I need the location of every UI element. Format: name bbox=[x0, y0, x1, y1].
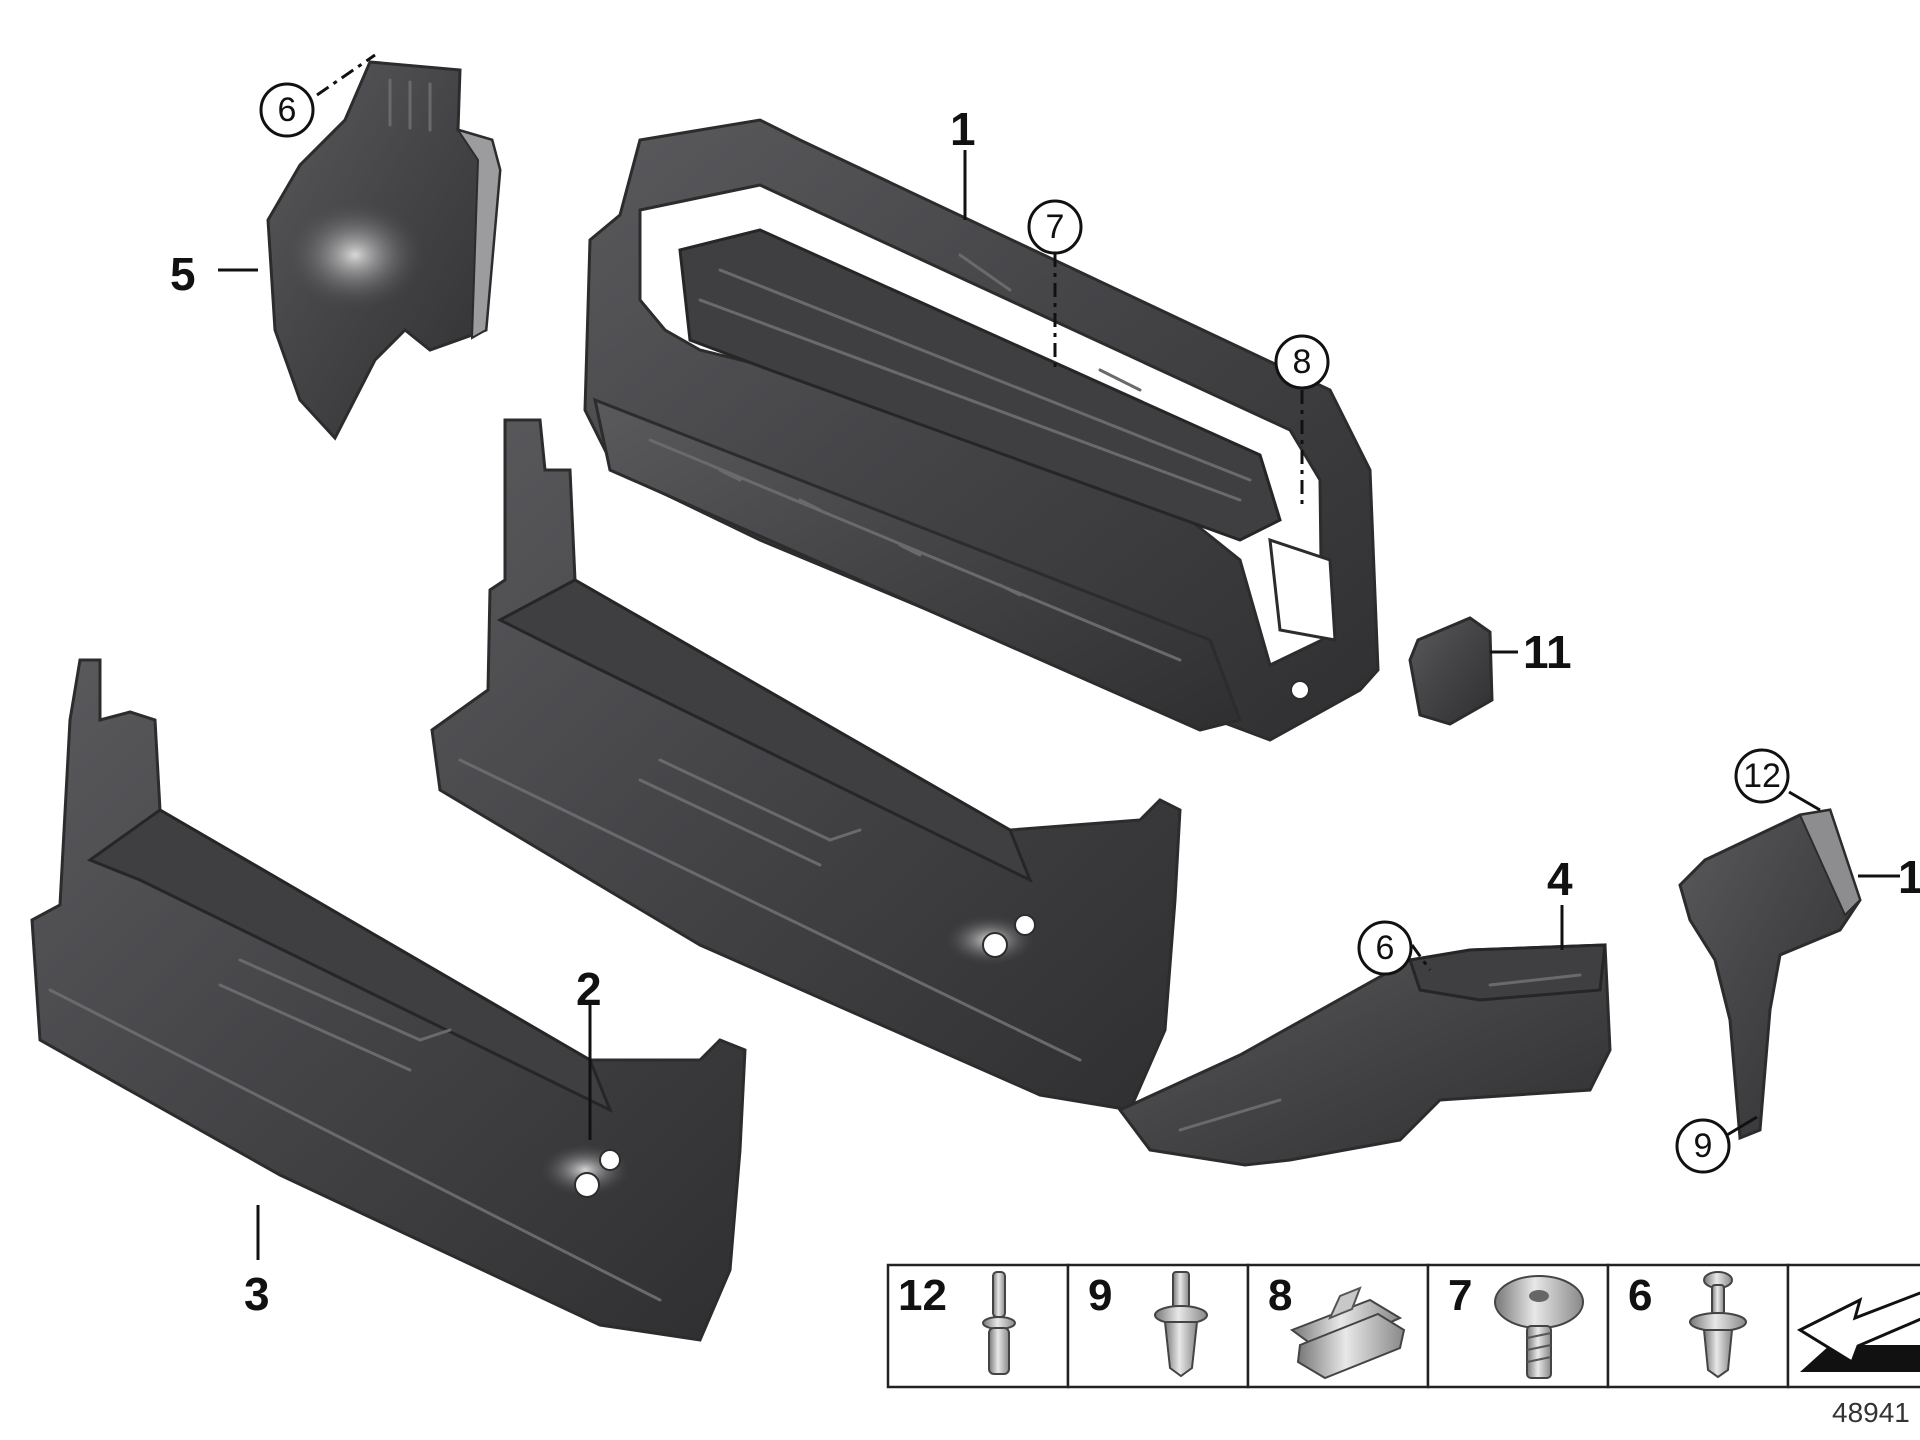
part-3-air-guide bbox=[30, 658, 747, 1342]
part-1-frame bbox=[583, 118, 1380, 742]
spring-nut-icon bbox=[1289, 1286, 1406, 1380]
document-number: 48941 bbox=[1832, 1397, 1910, 1428]
svg-text:6: 6 bbox=[278, 91, 297, 129]
svg-text:12: 12 bbox=[1743, 757, 1781, 795]
screw-icon bbox=[1494, 1275, 1584, 1379]
legend-label-7: 7 bbox=[1448, 1271, 1472, 1320]
callout-4: 4 bbox=[1547, 853, 1573, 905]
legend-label-6: 6 bbox=[1628, 1271, 1652, 1320]
circled-callouts: 6 7 8 6 12 9 bbox=[259, 82, 1790, 1174]
callout-5: 5 bbox=[170, 248, 196, 300]
part-11-cover bbox=[1408, 616, 1494, 726]
legend-label-9: 9 bbox=[1088, 1271, 1112, 1320]
circled-7: 7 bbox=[1027, 199, 1083, 255]
legend-label-12: 12 bbox=[898, 1271, 947, 1320]
expanding-rivet-icon bbox=[1154, 1271, 1208, 1378]
fastener-legend: 12 9 8 7 6 bbox=[886, 1263, 1920, 1389]
circled-12: 12 bbox=[1734, 748, 1790, 804]
svg-text:6: 6 bbox=[1376, 929, 1395, 967]
part-4-air-duct bbox=[1117, 943, 1612, 1167]
legend-label-8: 8 bbox=[1268, 1271, 1292, 1320]
callout-labels: 1 5 2 3 4 11 1 bbox=[170, 103, 1920, 1320]
push-pin-icon bbox=[1689, 1271, 1747, 1379]
leader-lines bbox=[218, 53, 1900, 1260]
circled-6-top: 6 bbox=[259, 82, 315, 138]
callout-3: 3 bbox=[244, 1268, 270, 1320]
rivet-icon bbox=[982, 1271, 1016, 1375]
callout-1: 1 bbox=[950, 103, 976, 155]
part-2-air-guide bbox=[430, 418, 1182, 1112]
part-10-air-duct bbox=[1678, 808, 1862, 1141]
svg-text:7: 7 bbox=[1046, 208, 1065, 246]
callout-partial-1: 1 bbox=[1898, 851, 1920, 903]
direction-arrow-icon bbox=[1796, 1291, 1920, 1372]
legend-cell-12 bbox=[886, 1263, 1070, 1389]
svg-text:8: 8 bbox=[1293, 343, 1312, 381]
circled-9: 9 bbox=[1675, 1118, 1731, 1174]
circled-6-right: 6 bbox=[1357, 920, 1413, 976]
part-5-air-duct bbox=[266, 60, 502, 441]
circled-8: 8 bbox=[1274, 334, 1330, 390]
callout-11: 11 bbox=[1523, 626, 1572, 678]
callout-2: 2 bbox=[576, 963, 602, 1015]
svg-text:9: 9 bbox=[1694, 1127, 1713, 1165]
legend-cell-9 bbox=[1066, 1263, 1250, 1389]
